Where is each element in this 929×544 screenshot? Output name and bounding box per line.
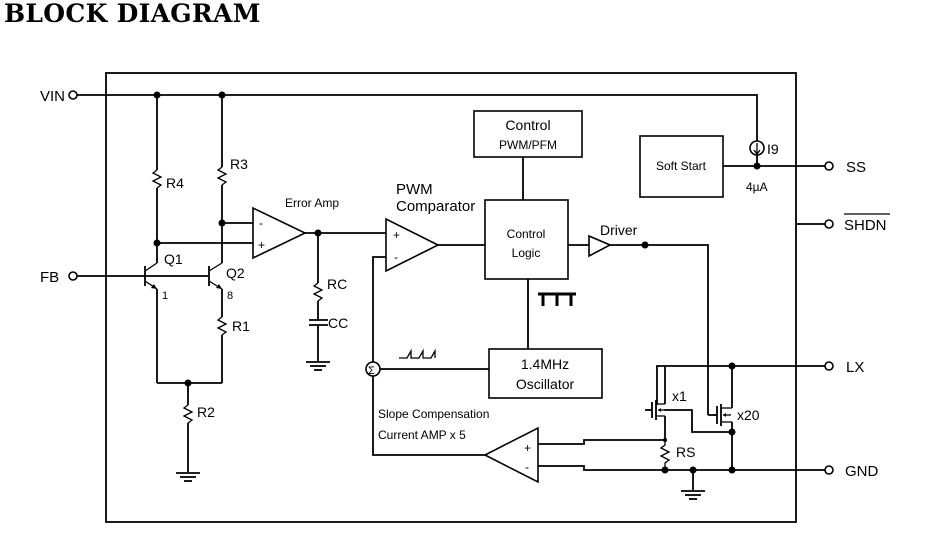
driver-buffer	[588, 234, 612, 258]
fb-pin: FB	[40, 269, 78, 286]
r4-label: R4	[166, 175, 184, 191]
error-amp-minus: -	[259, 216, 263, 230]
current-amp-label-1: Slope Compensation	[378, 407, 489, 421]
q1-ratio-label: 1	[162, 290, 168, 302]
junction-dot	[661, 466, 669, 474]
resistor-r4	[151, 169, 163, 189]
error-amplifier	[252, 206, 307, 260]
control-pwm-pfm-block	[473, 110, 583, 158]
q2-label: Q2	[226, 265, 245, 281]
clock-pulse-icon	[538, 292, 576, 306]
oscillator-label-2: Oscillator	[516, 376, 575, 392]
mosfet-x1	[645, 366, 666, 440]
soft-start-label: Soft Start	[656, 159, 707, 173]
current-source-i9	[749, 140, 765, 156]
error-amp-label: Error Amp	[285, 196, 339, 210]
pwm-comp-plus: +	[393, 228, 400, 242]
resistor-rc	[312, 282, 324, 302]
junction-dot	[753, 162, 761, 170]
ground-symbol	[681, 490, 705, 500]
chip-boundary	[105, 72, 797, 523]
ss-pin: SS	[824, 159, 866, 176]
summing-junction: Σ	[365, 361, 381, 377]
rc-label: RC	[327, 276, 347, 292]
resistor-rs	[659, 440, 671, 469]
q1-label: Q1	[164, 251, 183, 267]
current-sense-amplifier	[483, 426, 539, 484]
current-amp-label-2: Current AMP x 5	[378, 428, 466, 442]
rs-label: RS	[676, 444, 695, 460]
junction-dot	[641, 241, 649, 249]
vin-pin: VIN	[40, 88, 78, 105]
control-pwm-pfm-label-1: Control	[505, 117, 550, 133]
mosfet-x1-label: x1	[672, 388, 687, 404]
current-amp-minus: -	[525, 460, 529, 474]
pwm-comparator	[385, 217, 440, 273]
control-pwm-pfm-label-2: PWM/PFM	[499, 138, 557, 152]
junction-dot	[728, 428, 736, 436]
driver-label: Driver	[600, 222, 638, 238]
mosfet-x20	[708, 366, 733, 469]
junction-dot	[728, 466, 736, 474]
gnd-label: GND	[845, 463, 879, 480]
resistor-r1	[216, 316, 228, 336]
soft-start-block	[639, 135, 724, 198]
i9-label: I9	[767, 141, 779, 157]
cc-label: CC	[328, 315, 348, 331]
current-amp-plus: +	[524, 441, 531, 455]
fb-label: FB	[40, 269, 59, 286]
summer-symbol: Σ	[368, 365, 375, 377]
vin-rail	[77, 94, 758, 142]
error-amp-plus: +	[258, 238, 265, 252]
gnd-pin: GND	[824, 463, 879, 480]
shdn-pin: SHDN	[824, 213, 890, 234]
r2-label: R2	[197, 404, 215, 420]
mosfet-x20-label: x20	[737, 407, 760, 423]
page-title: BLOCK DIAGRAM	[4, 0, 261, 28]
r1-label: R1	[232, 318, 250, 334]
resistor-r3	[216, 166, 228, 186]
i9-value-label: 4µA	[746, 180, 768, 194]
pwm-comparator-label-1: PWM	[396, 181, 433, 198]
control-logic-label-2: Logic	[512, 246, 541, 260]
pwm-comp-minus: -	[394, 250, 398, 264]
vin-label: VIN	[40, 88, 65, 105]
sawtooth-icon	[399, 348, 436, 359]
capacitor-cc	[309, 319, 328, 326]
ss-label: SS	[846, 159, 866, 176]
q2-ratio-label: 8	[227, 290, 233, 302]
ground-symbol	[306, 361, 330, 371]
control-logic-block	[484, 199, 569, 280]
ground-symbol	[176, 472, 200, 482]
transistor-q1	[144, 262, 158, 290]
lx-label: LX	[846, 359, 864, 376]
control-logic-label-1: Control	[507, 227, 546, 241]
lx-pin: LX	[824, 359, 864, 376]
transistor-q2	[208, 262, 223, 290]
pwm-comparator-label-2: Comparator	[396, 198, 475, 215]
resistor-r2	[182, 404, 194, 424]
oscillator-block	[488, 348, 603, 399]
shdn-label: SHDN	[844, 217, 887, 234]
oscillator-label-1: 1.4MHz	[521, 356, 569, 372]
r3-label: R3	[230, 156, 248, 172]
